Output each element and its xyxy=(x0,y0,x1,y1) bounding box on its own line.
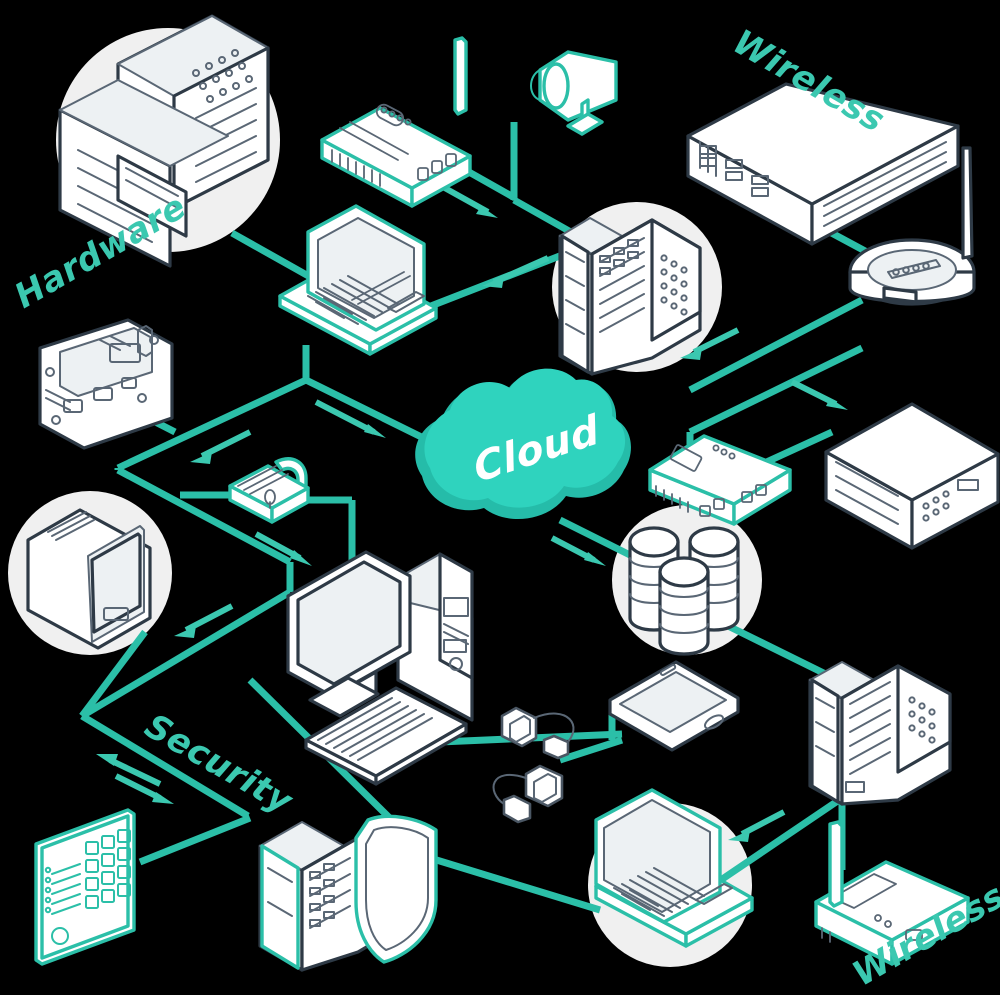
cloud-body xyxy=(424,368,626,508)
arrow-security-left xyxy=(96,754,162,787)
db-cylinder-front xyxy=(658,556,710,656)
tower-server-center[interactable] xyxy=(558,217,702,376)
link-keypad xyxy=(138,814,252,866)
arrow-desktop-left xyxy=(174,603,234,638)
link-bottomleft-diag xyxy=(80,713,250,819)
cloud-node[interactable] xyxy=(415,368,631,520)
link-phone-connector xyxy=(558,736,624,764)
circuit-board[interactable] xyxy=(38,318,174,450)
arrow-left-junction xyxy=(190,429,252,464)
link-backupdrive-chain xyxy=(79,629,148,719)
link-backupdrive-chain2 xyxy=(80,588,292,720)
link-switch-updiag xyxy=(688,344,864,436)
arrow-tower-laptop xyxy=(482,255,550,288)
link-cloud-db xyxy=(558,516,642,564)
arrow-cloud-db xyxy=(550,535,606,566)
link-wifi-tower xyxy=(688,296,864,394)
laptop-top-left[interactable] xyxy=(278,204,438,356)
link-laptopb-shield xyxy=(428,854,602,914)
backup-drive[interactable] xyxy=(26,508,152,650)
link-rack-laptop xyxy=(230,229,314,282)
link-left-chain-1 xyxy=(116,466,292,566)
link-junction-left xyxy=(116,376,308,472)
security-camera[interactable] xyxy=(530,50,618,136)
link-switch-right xyxy=(758,428,834,469)
keypad-access-panel[interactable] xyxy=(34,808,136,966)
arrow-security-right xyxy=(114,773,174,804)
arrow-towerright-laptop xyxy=(728,809,786,842)
laptop-bottom[interactable] xyxy=(594,788,754,948)
secure-server-shield[interactable] xyxy=(258,814,438,990)
wifi-access-point[interactable] xyxy=(848,146,976,306)
arrow-wifi-tower xyxy=(680,327,740,360)
network-switch[interactable] xyxy=(648,434,792,526)
arrow-switch-rightserver xyxy=(790,379,848,410)
arrow-junction-cloud xyxy=(314,399,386,438)
desktop-computer[interactable] xyxy=(286,550,474,786)
database-stack[interactable] xyxy=(628,526,740,656)
wireless-router-top[interactable] xyxy=(320,36,472,208)
rack-server-right[interactable] xyxy=(824,402,1000,550)
padlock-icon[interactable] xyxy=(228,457,310,524)
cable-connectors[interactable] xyxy=(492,706,575,824)
tower-server-right[interactable] xyxy=(808,661,952,806)
wireless-router-bottom[interactable] xyxy=(814,820,970,966)
arrow-backup-padlock xyxy=(254,531,312,566)
smartphone[interactable] xyxy=(608,660,740,752)
link-towerright-laptopb xyxy=(710,795,844,889)
server-rack-large[interactable] xyxy=(58,14,270,268)
direction-arrows xyxy=(96,179,848,842)
rack-server-top-right[interactable] xyxy=(686,82,960,246)
